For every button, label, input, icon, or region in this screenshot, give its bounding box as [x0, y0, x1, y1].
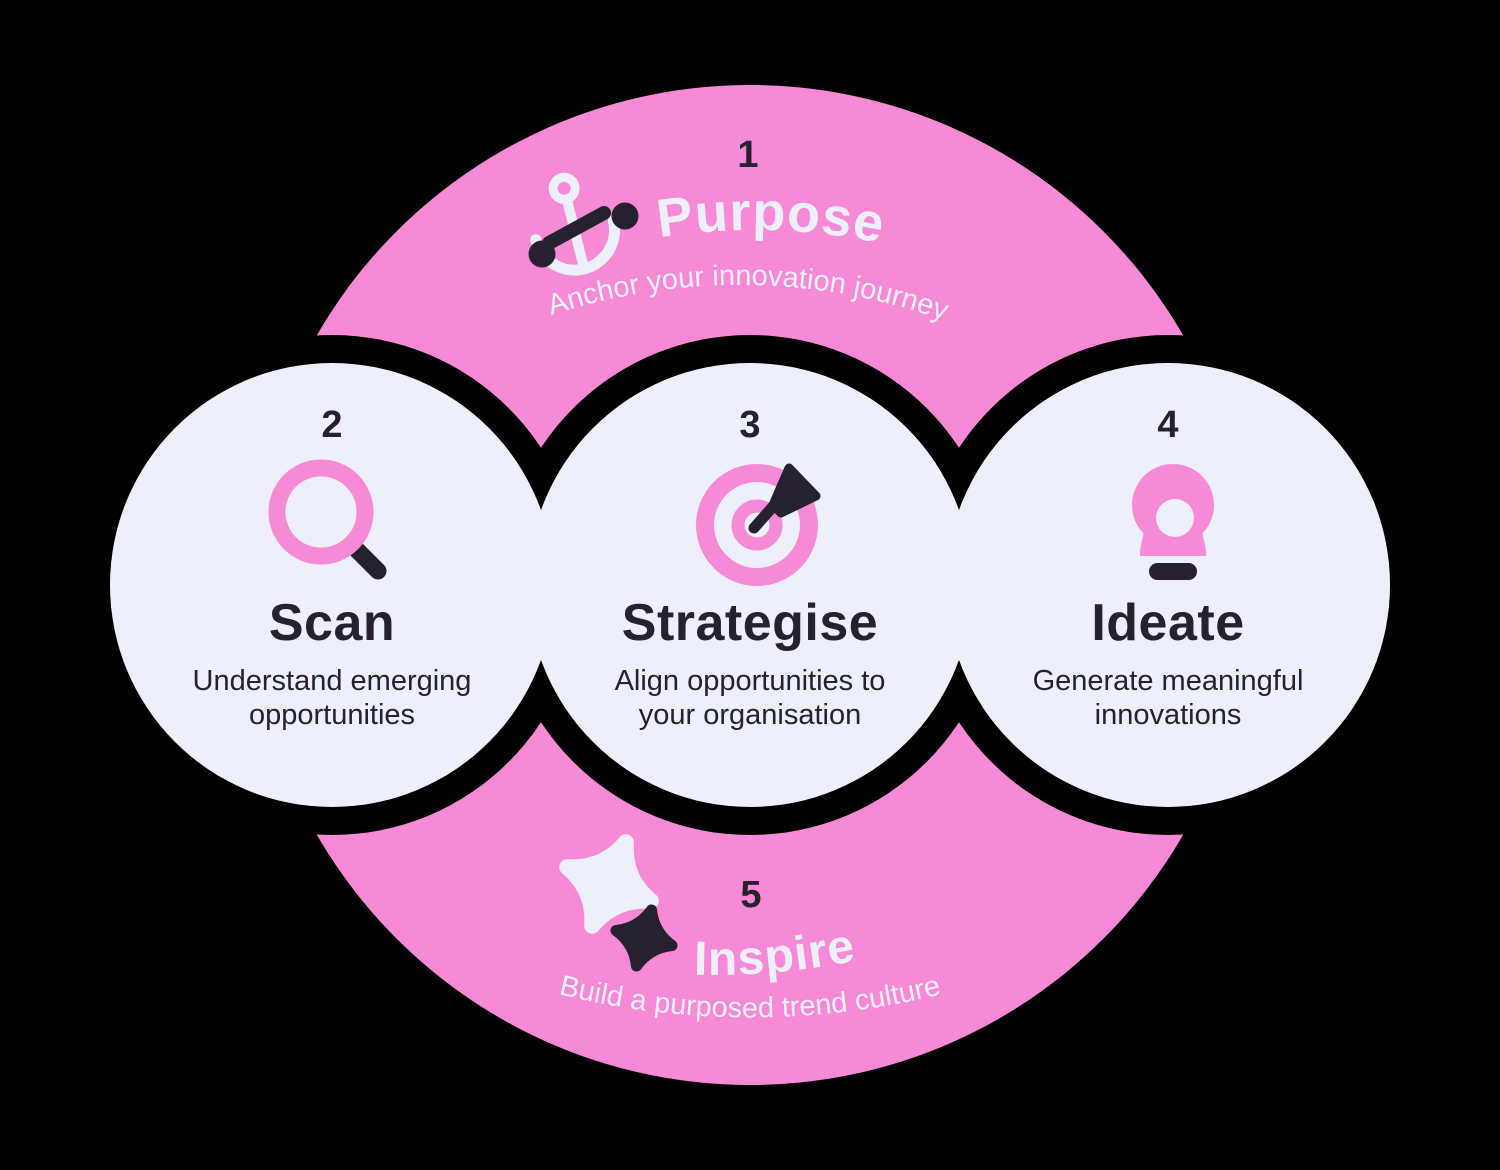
bulb-hole — [1156, 499, 1194, 537]
ideate-title: Ideate — [1091, 594, 1244, 652]
step-number: 5 — [740, 874, 761, 916]
scan-subtitle-line1: Understand emerging — [193, 665, 472, 697]
anchor-stock-bar — [542, 206, 611, 250]
lightbulb-icon — [1132, 464, 1214, 580]
step-number: 1 — [737, 134, 758, 176]
strategise-subtitle-line2: your organisation — [639, 699, 861, 731]
ideate-circle — [946, 363, 1390, 807]
ideate-subtitle-line1: Generate meaningful — [1033, 665, 1304, 697]
step-ideate: 4 Ideate Generate meaningful innovations — [1033, 404, 1304, 731]
step-number: 4 — [1157, 404, 1178, 446]
dart-fletching — [768, 463, 821, 518]
magnifier-lens — [268, 459, 374, 565]
scan-title: Scan — [269, 594, 395, 652]
step-scan: 2 Scan Understand emerging opportunities — [193, 404, 472, 731]
sparkles-icon — [559, 834, 678, 972]
magnifying-glass-icon — [268, 459, 387, 580]
step-strategise: 3 Strategise Align opportunities to your… — [615, 404, 886, 731]
anchor-stock-ball-left — [528, 240, 556, 268]
ideate-subtitle-line2: innovations — [1095, 699, 1242, 731]
anchor-stock-ball-right — [611, 202, 639, 230]
scan-subtitle-line2: opportunities — [249, 699, 415, 731]
step-number: 3 — [739, 404, 760, 446]
anchor-icon — [528, 172, 639, 276]
bulb-base — [1149, 563, 1197, 580]
strategise-title: Strategise — [622, 594, 878, 652]
sparkle-large — [559, 834, 659, 934]
sparkle-small — [610, 904, 678, 972]
target-outer-ring — [696, 464, 818, 586]
step-number: 2 — [321, 404, 342, 446]
strategise-subtitle-line1: Align opportunities to — [615, 665, 886, 697]
target-inner-ring — [731, 499, 783, 551]
target-dart-icon — [696, 463, 821, 586]
bulb-neck — [1140, 529, 1206, 556]
scan-circle — [110, 363, 554, 807]
